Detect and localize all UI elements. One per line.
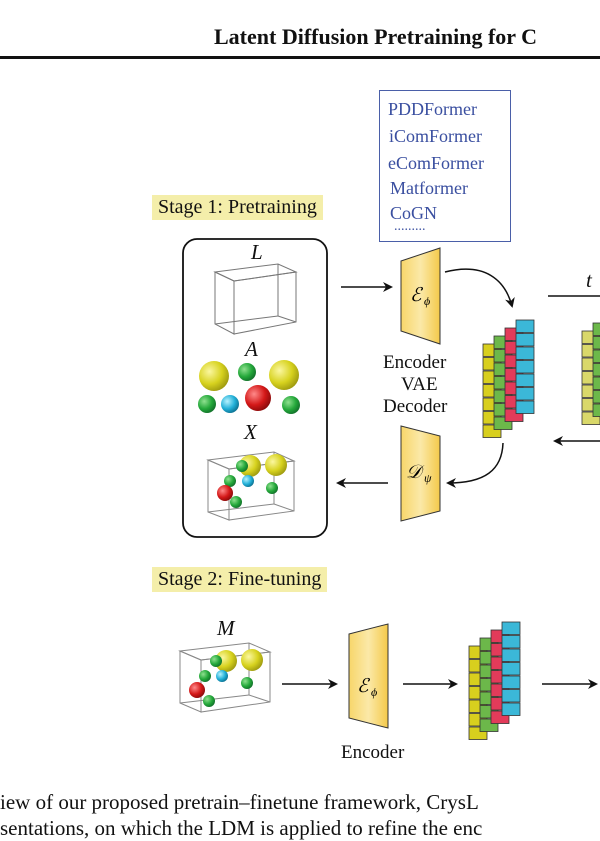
latent-cell bbox=[515, 400, 535, 414]
var-X: X bbox=[244, 420, 257, 444]
running-header: Latent Diffusion Pretraining for C bbox=[214, 24, 538, 49]
model-item: eComFormer bbox=[388, 153, 484, 173]
encoder-symbol-sub: ϕ bbox=[424, 294, 430, 308]
atom-green bbox=[238, 363, 256, 381]
encoder2-symbol-sub: ϕ bbox=[371, 685, 377, 699]
caption-line-1: iew of our proposed pretrain–finetune fr… bbox=[0, 790, 479, 814]
latent-cell bbox=[592, 336, 600, 350]
header-rule bbox=[0, 56, 600, 59]
caption-line-2: sentations, on which the LDM is applied … bbox=[0, 816, 483, 840]
crystal-structure-x bbox=[206, 451, 296, 521]
latent-cell bbox=[501, 675, 521, 689]
model-item: iComFormer bbox=[389, 126, 482, 146]
arrow bbox=[446, 442, 504, 488]
encoder-label-stage2: Encoder bbox=[341, 742, 405, 763]
model-item: CoGN bbox=[390, 203, 438, 223]
decoder-symbol: 𝒟 bbox=[406, 462, 425, 483]
latent-stack-stage1 bbox=[482, 319, 535, 438]
latent-cell bbox=[501, 662, 521, 676]
var-A: A bbox=[245, 337, 258, 361]
decoder-block bbox=[400, 425, 441, 522]
latent-cell bbox=[592, 349, 600, 363]
encoder-block-stage2 bbox=[348, 623, 389, 729]
stage2-label: Stage 2: Fine-tuning bbox=[152, 567, 328, 592]
latent-cell bbox=[501, 648, 521, 662]
latent-cell bbox=[501, 621, 521, 635]
vae-label: VAE bbox=[401, 374, 438, 395]
model-item: PDDFormer bbox=[388, 99, 477, 119]
stage1-label: Stage 1: Pretraining bbox=[152, 195, 323, 220]
latent-cell bbox=[592, 363, 600, 377]
atom-red bbox=[245, 385, 271, 411]
latent-cell bbox=[592, 390, 600, 404]
var-L: L bbox=[251, 240, 263, 264]
atom-types bbox=[198, 360, 300, 414]
latent-cell bbox=[515, 319, 535, 333]
latent-cell bbox=[515, 387, 535, 401]
latent-cell bbox=[501, 689, 521, 703]
var-M: M bbox=[217, 616, 235, 640]
var-t: t bbox=[586, 268, 592, 292]
model-list-box: PDDFormer iComFormer eComFormer Matforme… bbox=[379, 90, 511, 242]
model-item: Matformer bbox=[390, 178, 468, 198]
latent-cell bbox=[501, 635, 521, 649]
latent-stack-noised bbox=[581, 322, 600, 425]
crystal-panel bbox=[182, 238, 328, 538]
latent-stack-stage2 bbox=[468, 621, 521, 740]
latent-cell bbox=[592, 322, 600, 336]
atom-cyan bbox=[221, 395, 239, 413]
lattice-cube bbox=[213, 263, 298, 335]
atom-yellow bbox=[199, 361, 229, 391]
latent-cell bbox=[592, 403, 600, 417]
latent-cell bbox=[515, 346, 535, 360]
latent-cell bbox=[515, 373, 535, 387]
decoder-symbol-sub: ψ bbox=[424, 471, 432, 485]
encoder-label: Encoder bbox=[383, 352, 447, 373]
latent-cell bbox=[515, 360, 535, 374]
latent-cell bbox=[515, 333, 535, 347]
arrow bbox=[444, 268, 515, 308]
latent-cell bbox=[501, 702, 521, 716]
atom-green bbox=[198, 395, 216, 413]
atom-yellow bbox=[269, 360, 299, 390]
encoder-symbol: ℰ bbox=[410, 285, 424, 306]
crystal-structure-m bbox=[178, 642, 272, 713]
atom-green bbox=[282, 396, 300, 414]
encoder-block bbox=[400, 247, 441, 345]
latent-cell bbox=[592, 376, 600, 390]
encoder2-symbol: ℰ bbox=[357, 676, 371, 697]
model-more: ......... bbox=[394, 219, 426, 234]
decoder-label: Decoder bbox=[383, 396, 448, 417]
